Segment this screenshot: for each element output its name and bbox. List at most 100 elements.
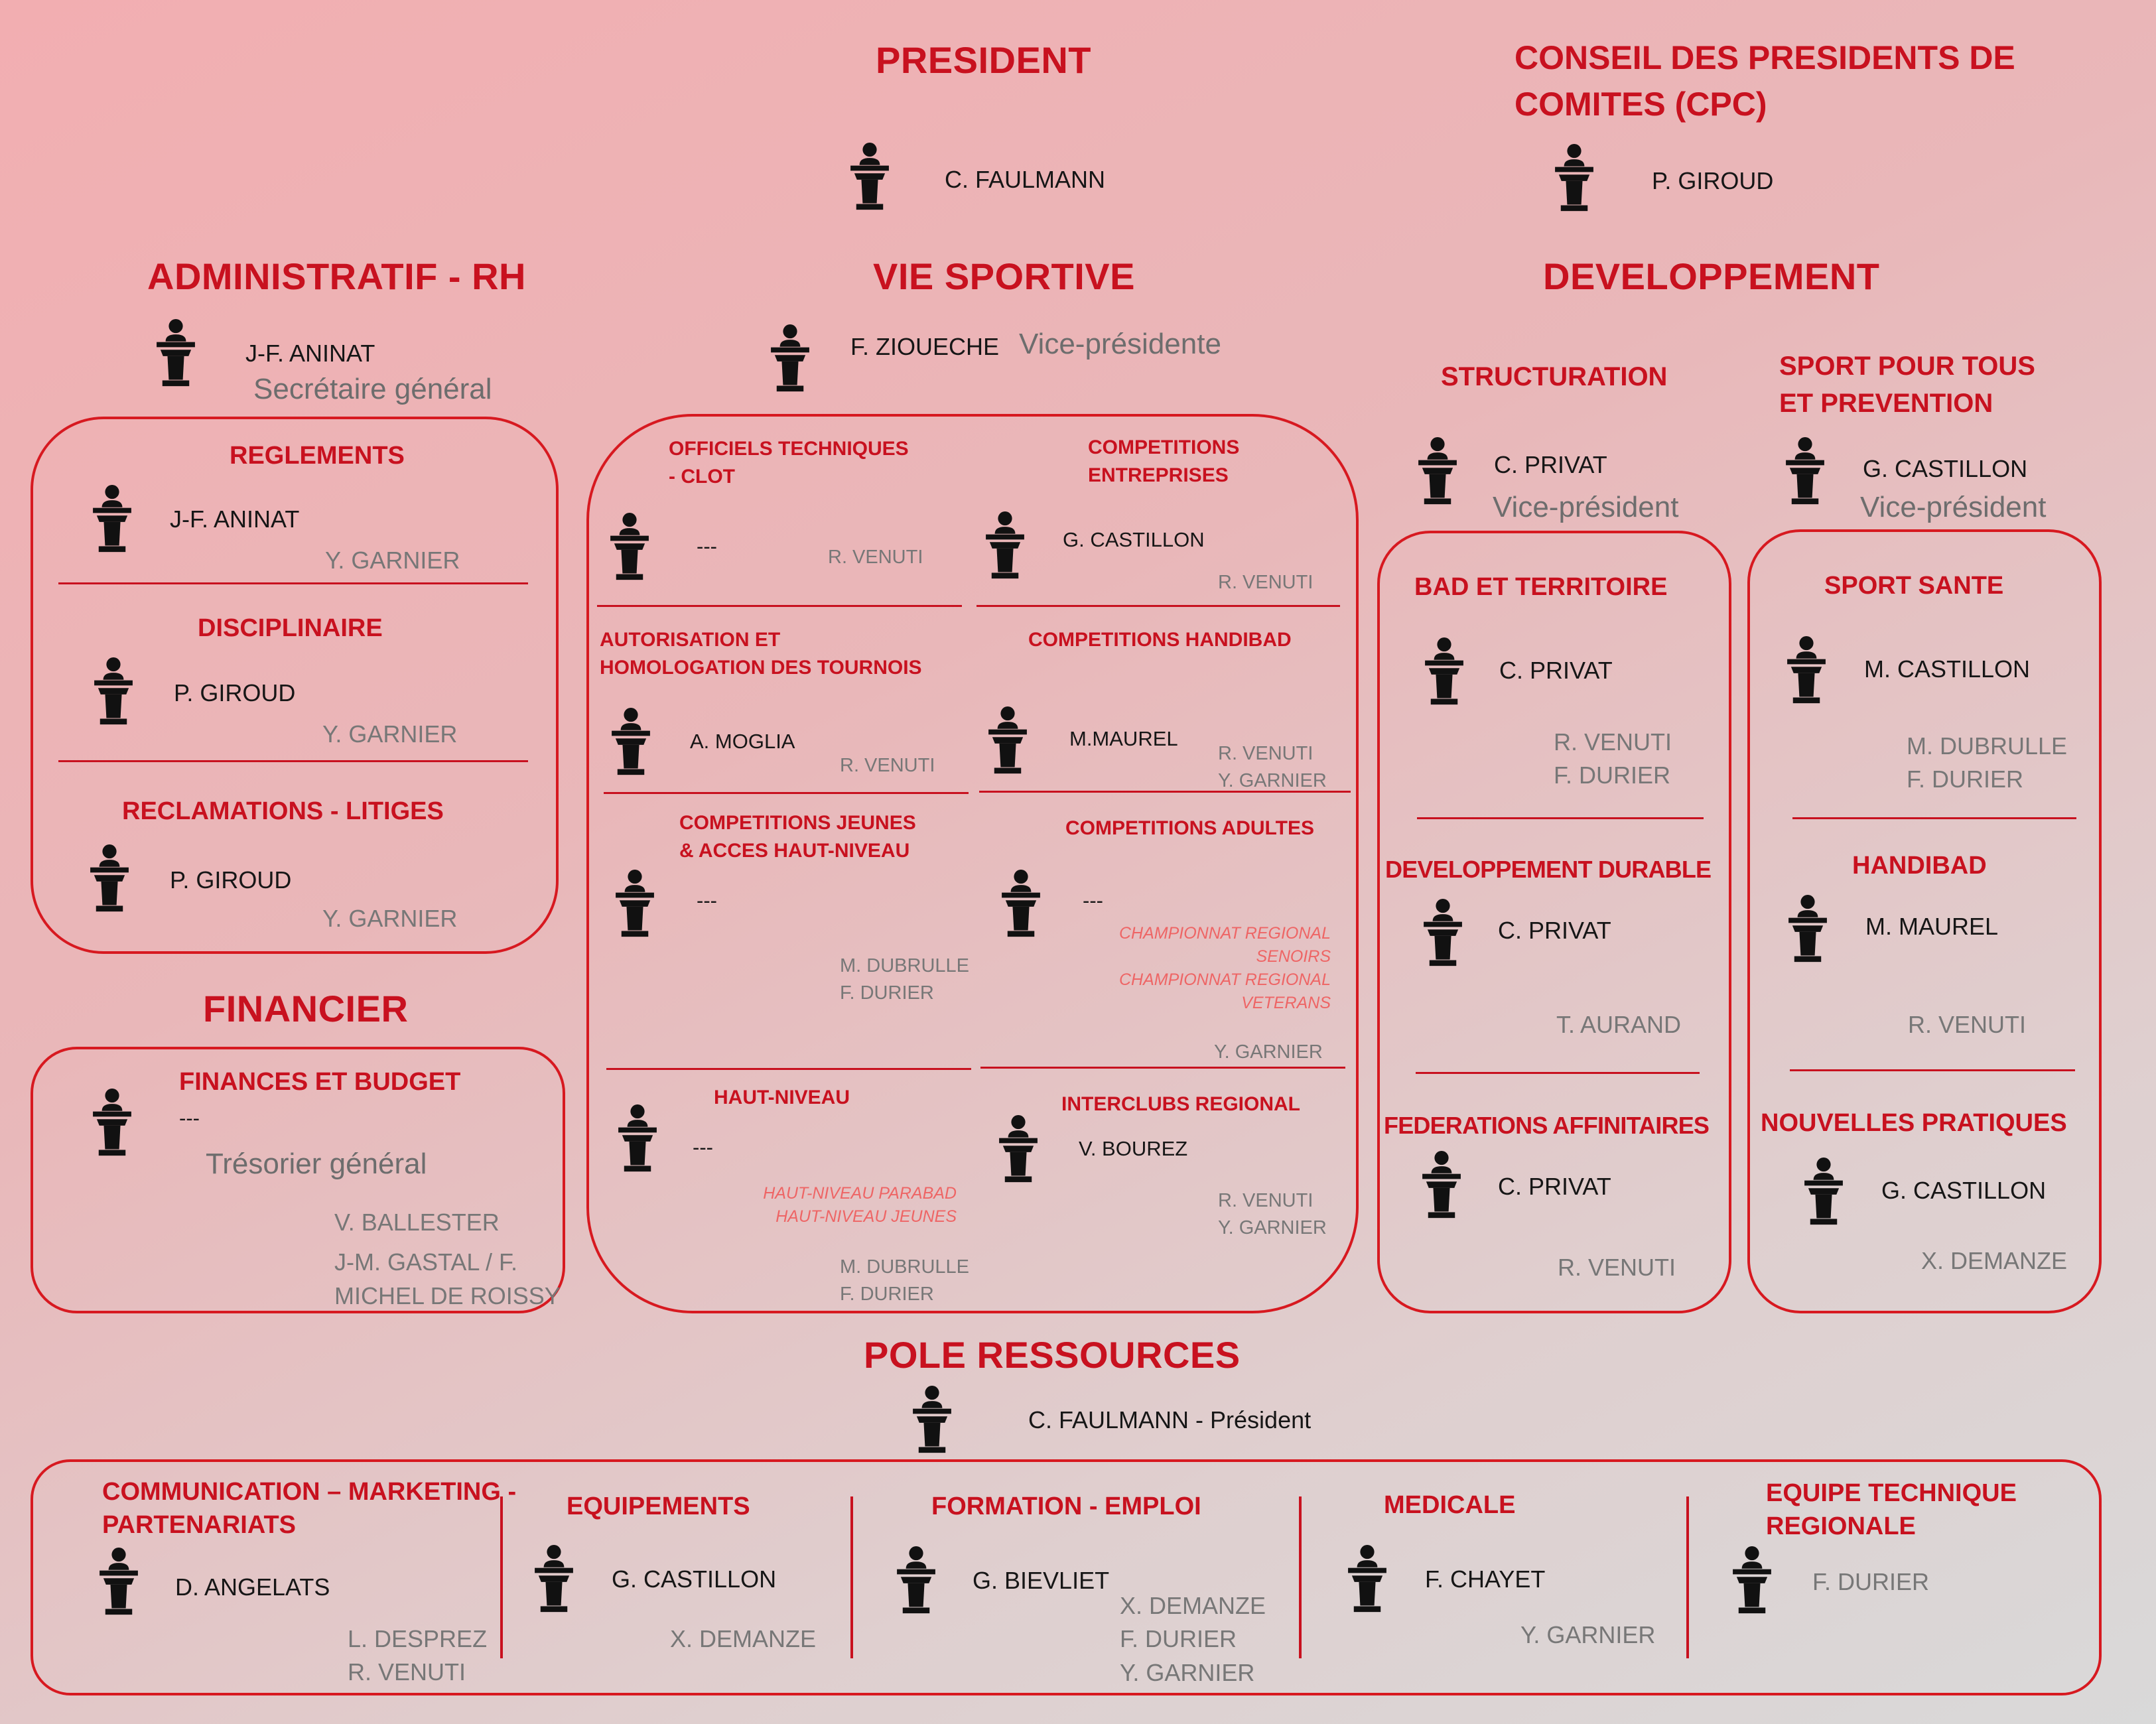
dev-durable-name: C. PRIVAT [1498, 917, 1611, 944]
reglements-staff: Y. GARNIER [325, 547, 460, 574]
haut-niveau-name: --- [693, 1136, 713, 1159]
admin-box [31, 417, 559, 954]
federations-staff: R. VENUTI [1558, 1254, 1676, 1281]
interclubs-name: V. BOUREZ [1079, 1137, 1188, 1160]
speaker-podium-icon [157, 318, 195, 389]
separator [1790, 1069, 2075, 1071]
entreprises-staff: R. VENUTI [1218, 572, 1314, 593]
separator [597, 605, 962, 607]
finances-staff: V. BALLESTER J-M. GASTAL / F. MICHEL DE … [334, 1209, 561, 1309]
speaker-podium-icon [1804, 1157, 1843, 1227]
separator [980, 1067, 1345, 1069]
speaker-podium-icon [616, 869, 654, 939]
speaker-podium-icon [1348, 1544, 1386, 1615]
medicale-title: MEDICALE [1384, 1491, 1516, 1519]
adultes-title: COMPETITIONS ADULTES [1065, 817, 1314, 839]
cpc-name: P. GIROUD [1652, 167, 1774, 194]
handibad-name: M. MAUREL [1865, 913, 1999, 940]
vie-head-name: F. ZIOUECHE [850, 333, 1000, 360]
interclubs-title: INTERCLUBS REGIONAL [1061, 1093, 1300, 1115]
separator [606, 1068, 971, 1070]
president-name: C. FAULMANN [945, 166, 1106, 193]
separator [58, 582, 528, 584]
speaker-podium-icon [612, 707, 650, 777]
sport-sante-title: SPORT SANTE [1824, 572, 2004, 600]
officiels-title: OFFICIELS TECHNIQUES- CLOT [669, 438, 909, 488]
sport-name: G. CASTILLON [1863, 455, 2028, 482]
medicale-name: F. CHAYET [1425, 1565, 1546, 1593]
speaker-podium-icon [1733, 1546, 1771, 1616]
president-title: PRESIDENT [876, 39, 1091, 81]
admin-head-name: J-F. ANINAT [245, 340, 375, 367]
separator [977, 605, 1340, 607]
structuration-box [1377, 531, 1731, 1313]
bad-territoire-title: BAD ET TERRITOIRE [1414, 573, 1668, 601]
reglements-title: REGLEMENTS [230, 442, 405, 470]
officiels-staff: R. VENUTI [828, 547, 923, 568]
separator [604, 792, 969, 794]
financier-box [31, 1047, 565, 1313]
officiels-name: --- [697, 535, 717, 558]
pole-head-name: C. FAULMANN - Président [1028, 1406, 1312, 1433]
adultes-name: --- [1083, 889, 1103, 912]
structuration-title: STRUCTURATION [1441, 362, 1668, 391]
speaker-podium-icon [1425, 637, 1463, 707]
communication-title: COMMUNICATION – MARKETING -PARTENARIATS [102, 1478, 517, 1539]
formation-name: G. BIEVLIET [973, 1567, 1110, 1594]
pole-box [31, 1459, 2102, 1695]
dev-durable-staff: T. AURAND [1556, 1011, 1682, 1038]
finances-name: --- [179, 1106, 200, 1130]
sport-role: Vice-président [1860, 491, 2047, 523]
equipements-staff: X. DEMANZE [670, 1625, 817, 1652]
speaker-podium-icon [1418, 436, 1457, 507]
speaker-podium-icon [535, 1544, 573, 1615]
haut-niveau-title: HAUT-NIVEAU [714, 1087, 850, 1108]
equipe-technique-name: F. DURIER [1812, 1568, 1930, 1595]
speaker-podium-icon [90, 844, 129, 914]
speaker-podium-icon [988, 706, 1027, 776]
speaker-podium-icon [1788, 894, 1827, 964]
reclamations-title: RECLAMATIONS - LITIGES [122, 797, 444, 825]
speaker-podium-icon [1786, 436, 1824, 507]
medicale-staff: Y. GARNIER [1520, 1621, 1656, 1648]
disciplinaire-name: P. GIROUD [174, 679, 296, 706]
separator [500, 1496, 503, 1658]
pole-title: POLE RESSOURCES [864, 1334, 1241, 1376]
speaker-podium-icon [1422, 1150, 1461, 1221]
separator [1299, 1496, 1302, 1658]
speaker-podium-icon [94, 657, 133, 727]
speaker-podium-icon [850, 142, 889, 212]
speaker-podium-icon [1787, 635, 1826, 706]
handibad-title: HANDIBAD [1852, 852, 1987, 880]
disciplinaire-title: DISCIPLINAIRE [198, 614, 383, 642]
financier-title: FINANCIER [203, 988, 409, 1029]
sport-sante-name: M. CASTILLON [1864, 655, 2031, 683]
jeunes-name: --- [697, 889, 717, 912]
federations-title: FEDERATIONS AFFINITAIRES [1384, 1112, 1710, 1139]
separator [1416, 1072, 1700, 1074]
speaker-podium-icon [913, 1385, 951, 1455]
vie-title: VIE SPORTIVE [873, 255, 1135, 297]
separator [979, 791, 1351, 793]
handibad-staff: R. VENUTI [1908, 1011, 2027, 1038]
reclamations-staff: Y. GARNIER [322, 905, 458, 932]
separator [1792, 817, 2076, 819]
equipements-title: EQUIPEMENTS [567, 1492, 750, 1520]
dev-durable-title: DEVELOPPEMENT DURABLE [1385, 856, 1712, 883]
handibad-comp-title: COMPETITIONS HANDIBAD [1028, 629, 1292, 651]
nouvelles-pratiques-staff: X. DEMANZE [1921, 1247, 2068, 1274]
speaker-podium-icon [100, 1547, 138, 1617]
admin-head-role: Secrétaire général [253, 373, 492, 405]
handibad-comp-name: M.MAUREL [1069, 727, 1178, 750]
